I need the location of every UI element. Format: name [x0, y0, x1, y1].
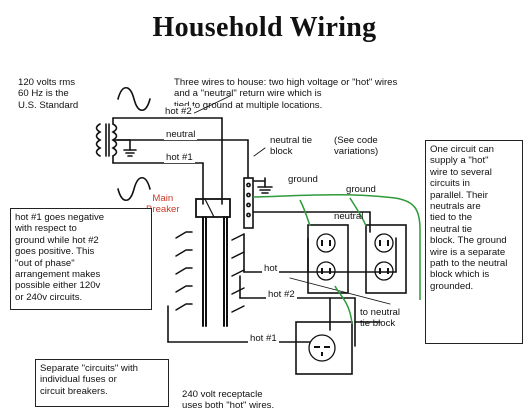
label-hot1-branch: hot #1: [248, 333, 279, 345]
label-neutral-incoming: neutral: [164, 129, 198, 141]
label-ground-2: ground: [346, 184, 376, 195]
label-neutral-branch: neutral: [334, 211, 364, 222]
label-hot-branch: hot: [262, 263, 280, 275]
label-to-neutral-tie-block: to neutral tie block: [360, 307, 401, 330]
separate-circuits-box: Separate "circuits" with individual fuse…: [35, 359, 169, 407]
three-wires-note: Three wires to house: two high voltage o…: [174, 77, 398, 111]
label-hot2-branch: hot #2: [266, 289, 297, 301]
label-hot2-incoming: hot #2: [163, 106, 194, 118]
receptacle-1: [307, 224, 349, 294]
phase-note-box: hot #1 goes negative with respect to gro…: [10, 208, 152, 310]
right-circuit-breakers: [231, 233, 245, 313]
label-ground-1: ground: [288, 174, 318, 185]
ground-wires: [252, 194, 421, 325]
left-circuit-breakers: [175, 231, 193, 311]
transformer-primary: [95, 123, 102, 157]
label-240v-receptacle: 240 volt receptacle uses both "hot" wire…: [182, 389, 275, 412]
voltage-note: 120 volts rms 60 Hz is the U.S. Standard: [18, 77, 79, 111]
circuit-note-box: One circuit can supply a "hot" wire to s…: [425, 140, 523, 344]
diagram-title: Household Wiring: [152, 12, 377, 43]
outlet-slots: [314, 240, 389, 356]
label-neutral-tie-block: neutral tie block: [270, 135, 313, 158]
label-main-breaker: Main Breaker: [146, 193, 180, 216]
label-hot1-incoming: hot #1: [164, 152, 195, 164]
outlet-faces: [308, 233, 394, 362]
main-breaker: [195, 198, 231, 218]
label-code-variations: (See code variations): [334, 135, 379, 158]
receptacle-240v: [295, 321, 353, 375]
sine-wave-hot2: [117, 86, 151, 112]
neutral-tie-block: [243, 177, 254, 229]
sine-wave-hot1: [117, 176, 151, 202]
receptacle-2: [365, 224, 407, 294]
